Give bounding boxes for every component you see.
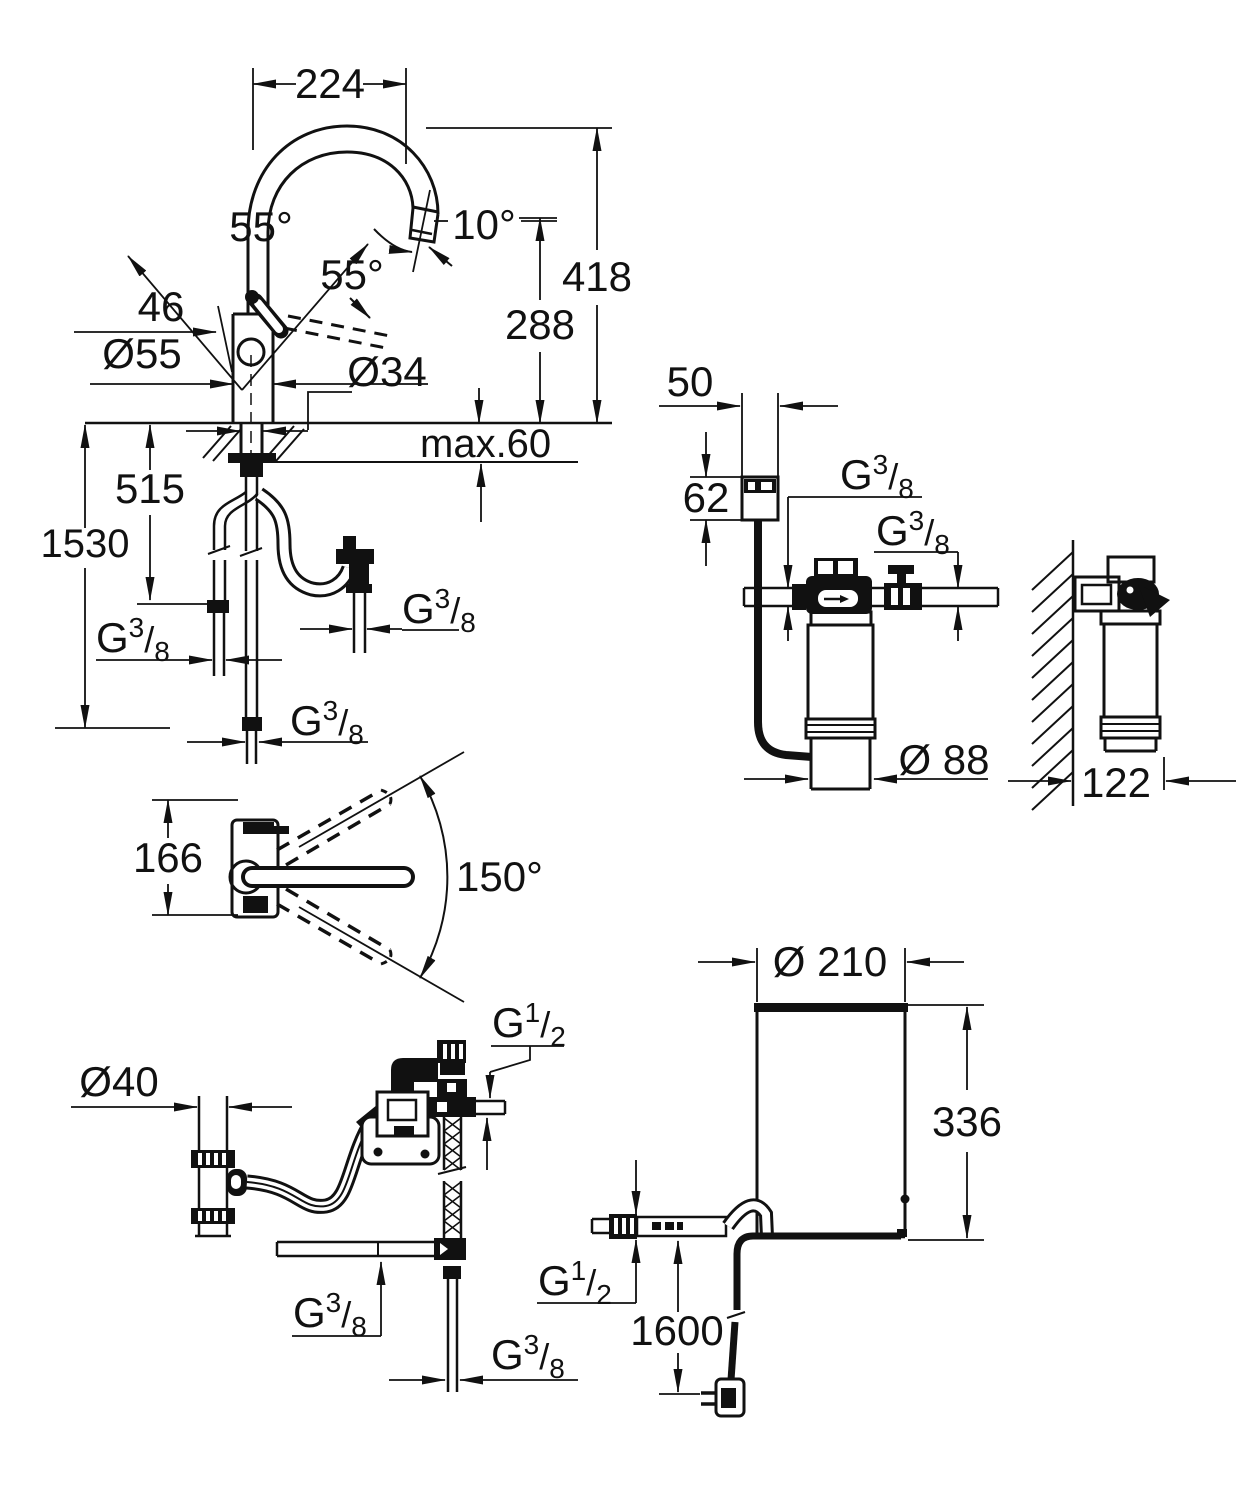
thread-g38-label: G3/8 (491, 1329, 565, 1384)
thread-g38-label: G3/8 (840, 449, 914, 504)
boiler-inlet-fitting (590, 1198, 774, 1239)
filter-cartridge (804, 610, 877, 791)
dim-deck-thickness-label: max.60 (420, 422, 551, 466)
thread-g38-label: G3/8 (402, 583, 476, 638)
thread-g12-label: G1/2 (492, 997, 566, 1052)
trap-pipe (191, 1096, 247, 1238)
dim-wall-depth: 122 (1008, 757, 1236, 806)
dim-boiler-height: 336 (908, 1004, 1002, 1241)
dim-valve-thread-top: G1/2 (482, 997, 566, 1170)
dim-handle-angle-left: 55° (229, 203, 293, 250)
dim-cable-length: 1600 (630, 1240, 724, 1395)
dim-controller-width: 50 (659, 358, 838, 477)
dim-hose-length-short: 515 (115, 424, 210, 605)
filter-front-view: 50 62 G3/8 G3/8 (659, 358, 1000, 791)
dim-filter-thread-outlet: G3/8 (874, 505, 963, 641)
filter-controller (740, 475, 813, 761)
faucet-front-view: 55° 55° 10° 224 418 (41, 60, 632, 764)
wall-hatching (1031, 551, 1074, 811)
faucet-body (231, 312, 275, 470)
power-cable-and-plug (701, 1232, 901, 1418)
thread-g38-label: G3/8 (96, 612, 170, 667)
dim-swivel-range-label: 150° (456, 853, 543, 900)
dim-spout-height-label: 418 (562, 253, 632, 300)
dim-body-depth-label: 166 (133, 834, 203, 881)
dim-spout-height: 418 (426, 127, 632, 424)
dim-swivel-range: 150° (298, 751, 543, 1003)
countertop-section: max.60 (85, 388, 612, 522)
boiler-tank (754, 1003, 910, 1239)
dim-trap-diameter: Ø40 (71, 1058, 292, 1112)
dim-controller-height-label: 62 (683, 474, 730, 521)
dim-valve-thread-left: G3/8 (292, 1261, 386, 1342)
valve-block (360, 1040, 507, 1166)
dim-boiler-diameter-label: Ø 210 (773, 938, 887, 985)
dim-cable-length-label: 1600 (630, 1307, 723, 1354)
wall-mounted-filter (1073, 555, 1170, 753)
dim-valve-thread-center: G3/8 (389, 1329, 578, 1385)
dim-outlet-height: 288 (505, 217, 575, 424)
dim-hose-length-short-label: 515 (115, 465, 185, 512)
boiler-view: Ø 210 336 (537, 938, 1002, 1418)
dim-spray-angle-label: 10° (452, 201, 516, 248)
dim-boiler-diameter: Ø 210 (698, 938, 964, 1002)
dim-spout-reach-label: 224 (295, 60, 365, 107)
dim-boiler-thread: G1/2 (537, 1160, 641, 1310)
dim-boiler-height-label: 336 (932, 1098, 1002, 1145)
under-deck-hoses (207, 423, 374, 764)
dim-handle-angle-right: 55° (320, 251, 384, 298)
dim-wall-depth-label: 122 (1081, 759, 1151, 806)
dim-thread-left: G3/8 (96, 612, 282, 667)
top-view-body (228, 818, 415, 919)
filter-head (742, 558, 1000, 614)
dim-controller-height: 62 (683, 432, 742, 566)
filter-side-view: 122 (1008, 540, 1236, 811)
dim-outlet-height-label: 288 (505, 301, 575, 348)
thread-g38-label: G3/8 (293, 1287, 367, 1342)
dim-hose-length-long-label: 1530 (41, 522, 130, 566)
dim-filter-thread-inlet: G3/8 (783, 449, 922, 641)
swivel-ghost-spouts (276, 788, 393, 966)
thread-g12-label: G1/2 (538, 1255, 612, 1310)
faucet-top-view: 150° 166 (133, 751, 543, 1003)
braided-hose (275, 1117, 467, 1392)
dim-trap-diameter-label: Ø40 (79, 1058, 158, 1105)
dim-cartridge-diameter: Ø 88 (744, 736, 990, 784)
dim-thread-right: G3/8 (300, 583, 476, 638)
dim-handle-width-label: 46 (138, 283, 185, 330)
connection-assembly-view: Ø40 (71, 997, 578, 1392)
dim-body-diameter-label: Ø55 (102, 330, 181, 377)
dim-spray-angle: 10° (373, 189, 557, 273)
dim-shank-diameter-label: Ø34 (347, 348, 426, 395)
dim-body-depth: 166 (133, 799, 238, 916)
thread-g38-label: G3/8 (876, 505, 950, 560)
handle-and-swivel-annotation (127, 243, 391, 391)
dim-spout-reach: 224 (252, 60, 407, 164)
dim-cartridge-diameter-label: Ø 88 (898, 736, 989, 783)
dim-thread-bottom: G3/8 (187, 695, 368, 750)
dim-hose-length-long: 1530 (41, 424, 170, 729)
dim-shank-diameter: Ø34 (186, 348, 427, 436)
dim-controller-width-label: 50 (667, 358, 714, 405)
dim-handle-width: 46 (74, 283, 233, 373)
dim-body-diameter: Ø55 (90, 330, 428, 389)
thread-g38-label: G3/8 (290, 695, 364, 750)
